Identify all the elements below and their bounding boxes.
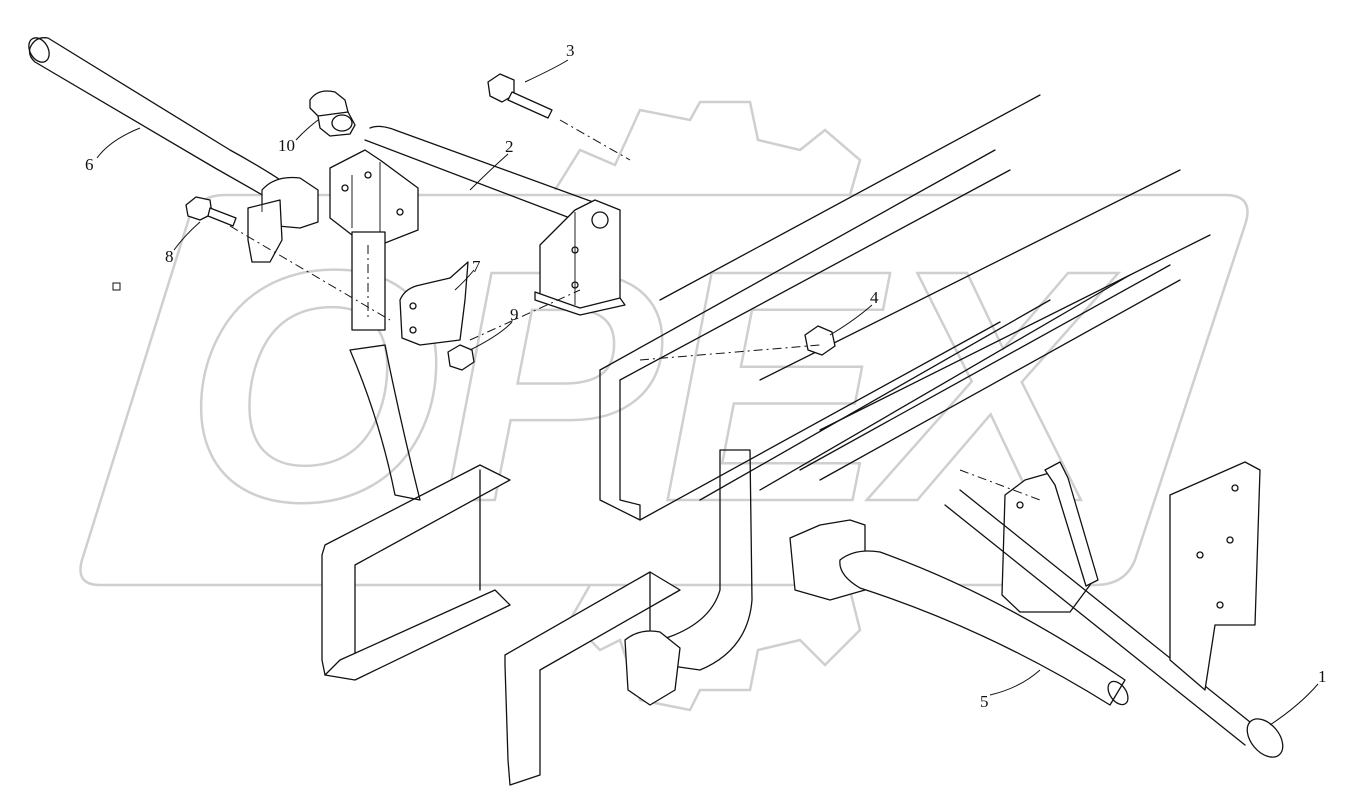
watermark: OPEX: [79, 100, 1249, 712]
callout-6: 6: [85, 155, 94, 174]
part-6-tube: [28, 37, 296, 206]
callout-1: 1: [1318, 667, 1327, 686]
part-4-nut: [804, 325, 836, 356]
clamp-center: [624, 519, 866, 706]
callout-9: 9: [510, 305, 519, 324]
callout-8: 8: [165, 247, 174, 266]
part-9-nut: [447, 344, 475, 371]
part-1-pipe: [944, 461, 1284, 758]
callout-3: 3: [566, 41, 575, 60]
callout-2: 2: [505, 137, 514, 156]
center-lines: [229, 119, 1041, 501]
leader-lines: [96, 59, 1319, 726]
marker-square: [112, 282, 121, 291]
cross-member-left: [321, 344, 511, 681]
callout-4: 4: [870, 288, 879, 307]
watermark-text: OPEX: [185, 201, 1119, 570]
part-2-bracket: [364, 125, 626, 316]
callout-10: 10: [278, 136, 295, 155]
clamp-upper-left: [247, 176, 319, 263]
hanger-bracket: [1001, 461, 1099, 613]
callout-labels: 1 2 3 4 5 6 7 8 9 10: [85, 41, 1327, 711]
part-10-fitting: [309, 90, 356, 137]
callout-5: 5: [980, 692, 989, 711]
part-3-bolt: [487, 73, 553, 119]
bracket-plate-upper: [329, 149, 419, 331]
part-8-bolt: [185, 196, 237, 227]
part-7-clamp: [399, 261, 469, 346]
part-5-tube: [839, 550, 1129, 706]
callout-7: 7: [472, 257, 481, 276]
